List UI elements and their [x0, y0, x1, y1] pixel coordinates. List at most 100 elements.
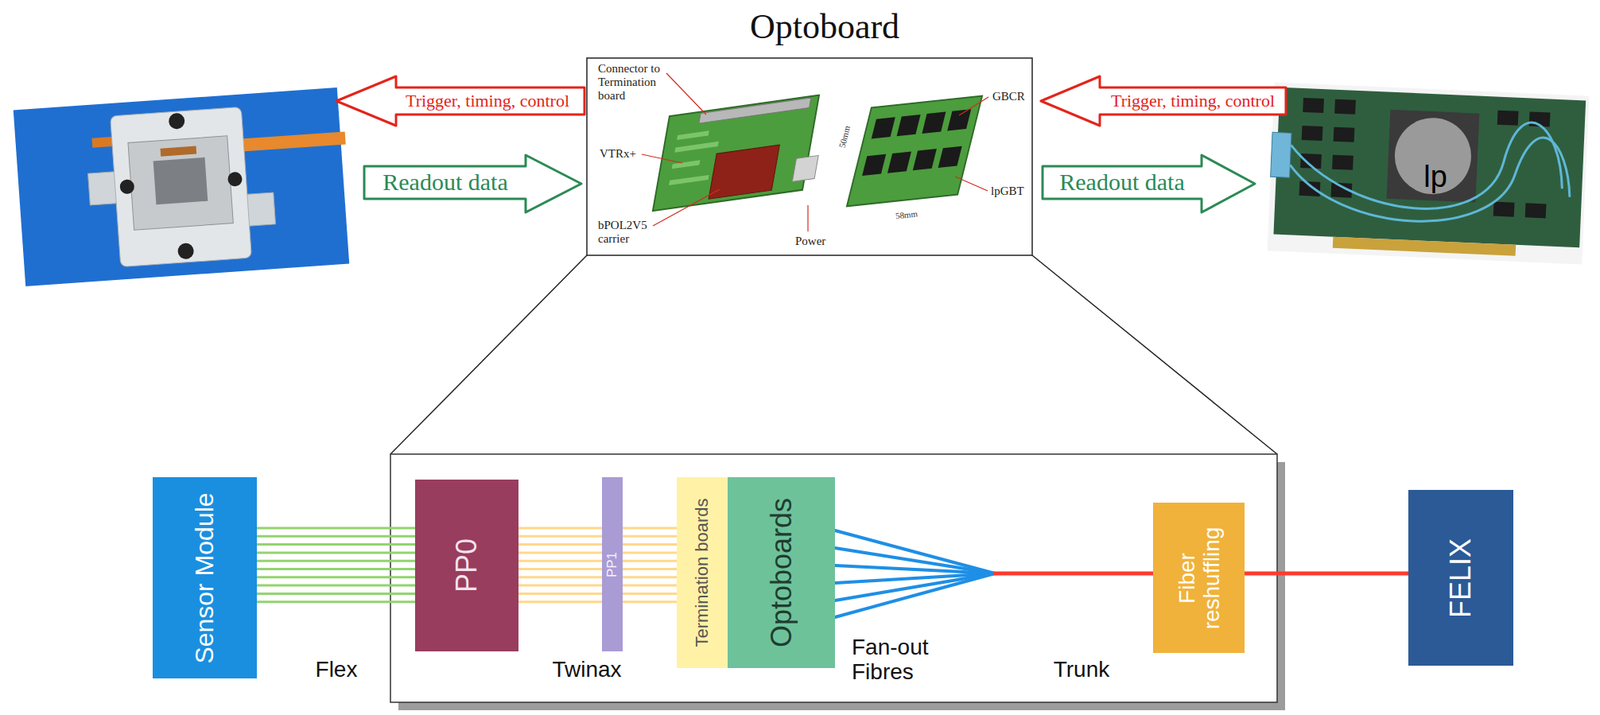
connector-line — [834, 573, 995, 618]
connector-line — [622, 551, 677, 554]
fibre-trunk — [1244, 573, 1409, 575]
pcb — [652, 95, 820, 212]
node-label: Sensor Module — [190, 492, 220, 664]
flex-cable-bundle — [256, 528, 416, 602]
cable-label: Trunk — [1053, 656, 1111, 682]
pcie-fingers — [1332, 236, 1516, 257]
connector-line — [256, 567, 416, 571]
chip — [912, 148, 937, 171]
part-label: bPOL2V5 carrier — [598, 218, 654, 246]
node-text-group: FELIX — [1444, 537, 1477, 618]
overlay-text: lp — [1423, 159, 1448, 195]
chip — [871, 116, 896, 139]
connector-line — [834, 565, 995, 574]
fibre-cable — [1288, 126, 1573, 228]
flex-cable — [235, 131, 346, 152]
photo-ground — [1267, 81, 1590, 265]
trace — [676, 130, 710, 140]
connector-line — [518, 551, 602, 554]
part-label: GBCR — [992, 89, 1026, 104]
connector-line — [518, 567, 602, 571]
felix-photo — [1267, 81, 1590, 265]
zoom-line — [1032, 255, 1278, 455]
chip — [1334, 99, 1356, 115]
part-label: VTRx+ — [599, 147, 637, 161]
connector-line — [518, 527, 602, 530]
connector-line — [1244, 571, 1409, 576]
chip — [1333, 127, 1356, 143]
chip — [897, 114, 921, 136]
zoom-frame — [390, 454, 1278, 703]
connector-line — [256, 535, 416, 538]
node-text-group: Fiber reshuffling — [1173, 508, 1224, 648]
felix-box: FELIX — [1408, 489, 1514, 666]
chip — [1332, 155, 1354, 171]
chip — [1299, 181, 1321, 197]
cable-label: Twinax — [551, 656, 622, 682]
leader-line — [666, 73, 707, 115]
node-label: PP0 — [450, 538, 483, 593]
connector-line — [622, 527, 677, 530]
node-label: Termination boards — [692, 497, 713, 647]
fiber-reshuffling-box: Fiber reshuffling — [1153, 502, 1245, 653]
optoboard-back-pcb — [846, 96, 983, 207]
trace — [674, 141, 719, 153]
node-label: FELIX — [1444, 537, 1477, 618]
chip — [1525, 202, 1547, 218]
leader-line — [641, 154, 683, 164]
leader-line — [807, 205, 808, 232]
cable-label: Fan-out Fibres — [851, 634, 941, 685]
patch-panel-box: PP0 — [415, 479, 519, 652]
optoboard-front-pcb — [652, 93, 830, 211]
photo-ground — [13, 87, 350, 287]
connector-line — [518, 575, 602, 579]
trace — [668, 174, 710, 186]
node-text-group: Termination boards — [692, 497, 713, 647]
fan — [1393, 116, 1473, 196]
signal-label: Trigger, timing, control — [405, 91, 570, 112]
optoboard-picture-frame — [586, 58, 1033, 256]
signal-label: Trigger, timing, control — [1110, 91, 1275, 112]
readout-arrow — [364, 155, 582, 213]
connector-line — [622, 535, 677, 538]
optoboard-box: Optoboards — [727, 477, 835, 668]
signal-label: Readout data — [382, 168, 508, 196]
diagram-title: Optoboard — [749, 6, 900, 47]
connector-line — [518, 535, 602, 538]
connector-line — [622, 584, 677, 587]
screw — [119, 178, 135, 195]
chip — [947, 108, 971, 131]
connector-line — [834, 547, 995, 574]
connector-line — [518, 584, 602, 587]
node-label: Fiber reshuffling — [1173, 508, 1224, 648]
patch-panel-bar: PP1 — [601, 477, 623, 652]
chip — [887, 151, 912, 173]
part-label: Connector to Termination board — [598, 62, 678, 102]
node-text-group: PP1 — [604, 551, 620, 577]
optical-connector — [1270, 132, 1292, 178]
node-text-group: PP0 — [450, 538, 483, 593]
screw — [177, 242, 195, 260]
twinax-cable-bundle — [518, 528, 602, 602]
connector-line — [256, 584, 416, 587]
chip — [938, 146, 963, 168]
connector-line — [518, 543, 602, 546]
pcb — [846, 96, 983, 207]
chip — [153, 157, 209, 205]
connector-line — [256, 575, 416, 579]
leader-line — [955, 176, 988, 191]
module-frame — [110, 107, 253, 268]
chip — [921, 112, 946, 134]
control-arrow — [336, 76, 585, 126]
node-text-group: Optoboards — [765, 497, 797, 648]
screw — [168, 112, 186, 130]
connector-line — [256, 559, 416, 563]
pcb — [1273, 87, 1586, 249]
power-connector — [792, 155, 819, 183]
termination-box: Termination boards — [676, 477, 728, 668]
connector-line — [256, 543, 416, 546]
chip — [1302, 97, 1325, 113]
sensor — [128, 135, 234, 230]
leader-line — [652, 189, 720, 226]
